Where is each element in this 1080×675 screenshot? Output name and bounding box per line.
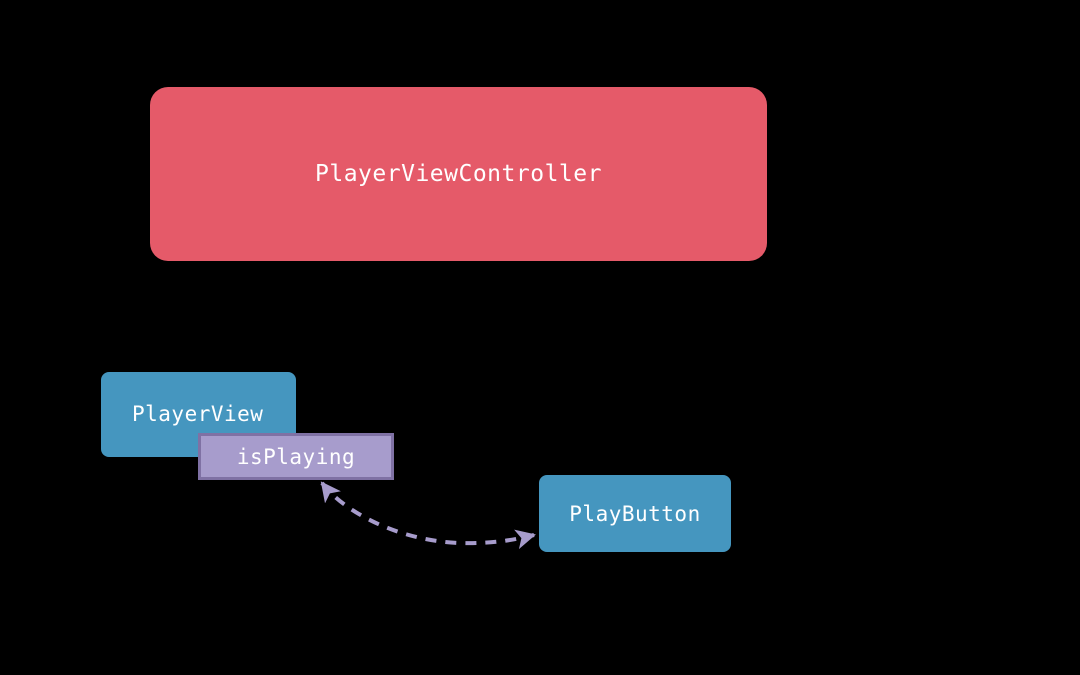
node-player-view-controller[interactable]: PlayerViewController xyxy=(150,87,767,261)
node-play-button[interactable]: PlayButton xyxy=(539,475,731,552)
edge-is-playing-play-button xyxy=(320,481,536,550)
node-player-view-label: PlayerView xyxy=(132,402,264,426)
node-play-button-label: PlayButton xyxy=(569,501,701,526)
node-is-playing[interactable]: isPlaying xyxy=(198,433,394,480)
node-is-playing-label: isPlaying xyxy=(236,444,356,469)
node-player-view-controller-label: PlayerViewController xyxy=(315,161,602,187)
